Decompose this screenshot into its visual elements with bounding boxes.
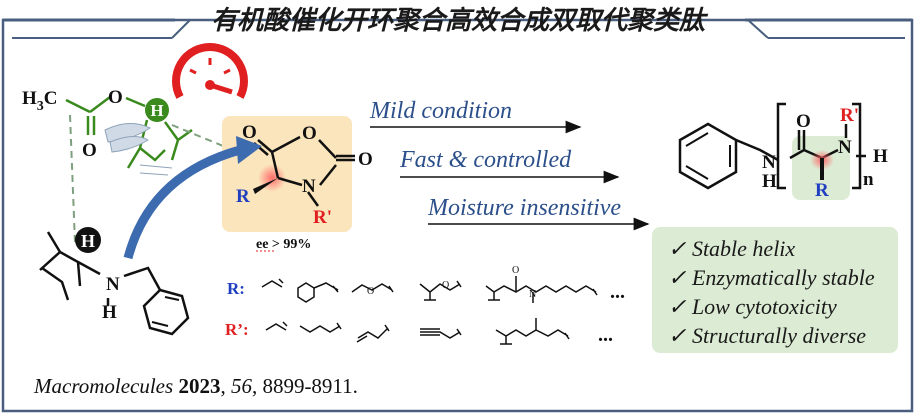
product-h-end: H: [873, 146, 888, 167]
condition-mild: Mild condition: [369, 98, 512, 124]
product-nh: H: [762, 171, 777, 192]
feature-item: ✓ Low cytotoxicity: [668, 294, 837, 319]
monomer-o-right: O: [358, 149, 373, 170]
initiator-nh: H: [102, 302, 117, 323]
title: 有机酸催化开环聚合高效合成双取代聚类肽: [211, 6, 709, 36]
acidic-hydrogen: H: [126, 98, 193, 169]
polypeptoid-product: [678, 102, 866, 200]
monomer-o-ring: O: [302, 123, 317, 144]
product-n2: N: [838, 137, 852, 158]
monomer-o-top: O: [242, 122, 257, 143]
condition-moisture: Moisture insensitive: [427, 195, 621, 221]
h3c-label: H3C: [22, 88, 58, 114]
features-list: ✓ Stable helix ✓ Enzymatically stable ✓ …: [668, 236, 875, 348]
attack-arrowhead: [236, 136, 262, 164]
features-box: [652, 227, 898, 353]
product-n: N: [762, 152, 776, 173]
svg-text:O: O: [442, 280, 449, 291]
svg-text:H: H: [150, 101, 163, 120]
monomer-r: R: [236, 186, 250, 207]
svg-text:N: N: [529, 289, 536, 300]
carbonyl-o-label: O: [82, 140, 97, 161]
product-subscript-n: n: [863, 169, 874, 190]
r-substituent-label: R:: [227, 279, 245, 298]
product-o: O: [796, 111, 811, 132]
feature-item: ✓ Enzymatically stable: [668, 265, 875, 290]
hydrogen-bond-lines: [69, 114, 229, 244]
attack-arrow: [123, 145, 242, 260]
frame: [1, 18, 914, 413]
initiator-n: N: [106, 274, 120, 295]
ee-value: ee > 99%: [256, 237, 311, 252]
rprime-substituent-structures: [265, 318, 570, 345]
monomer-rprime: R': [313, 207, 332, 228]
nnca-monomer: [253, 135, 355, 207]
motion-wings: [104, 123, 173, 176]
r-ellipsis: ...: [610, 281, 625, 303]
hydroxyl-o-label: O: [108, 87, 123, 108]
product-rprime: R': [840, 105, 859, 126]
feature-item: ✓ Stable helix: [668, 236, 795, 261]
speedometer-icon: [172, 43, 248, 99]
acetic-acid-catalyst: H3C O O: [22, 87, 146, 161]
citation: Macromolecules 2023, 56, 8899-8911.: [33, 374, 358, 398]
condition-fast: Fast & controlled: [399, 147, 572, 173]
product-r: R: [815, 180, 829, 201]
initiator-h-ball: H: [81, 231, 95, 251]
rprime-ellipsis: ...: [598, 324, 613, 346]
benzylamine-initiator: H N H: [39, 227, 190, 336]
feature-item: ✓ Structurally diverse: [668, 323, 866, 348]
r-o-label: O: [367, 286, 374, 297]
svg-text:O: O: [512, 265, 519, 276]
rprime-substituent-label: R’:: [225, 320, 249, 339]
r-substituent-structures: [261, 276, 598, 303]
monomer-n: N: [302, 176, 316, 197]
